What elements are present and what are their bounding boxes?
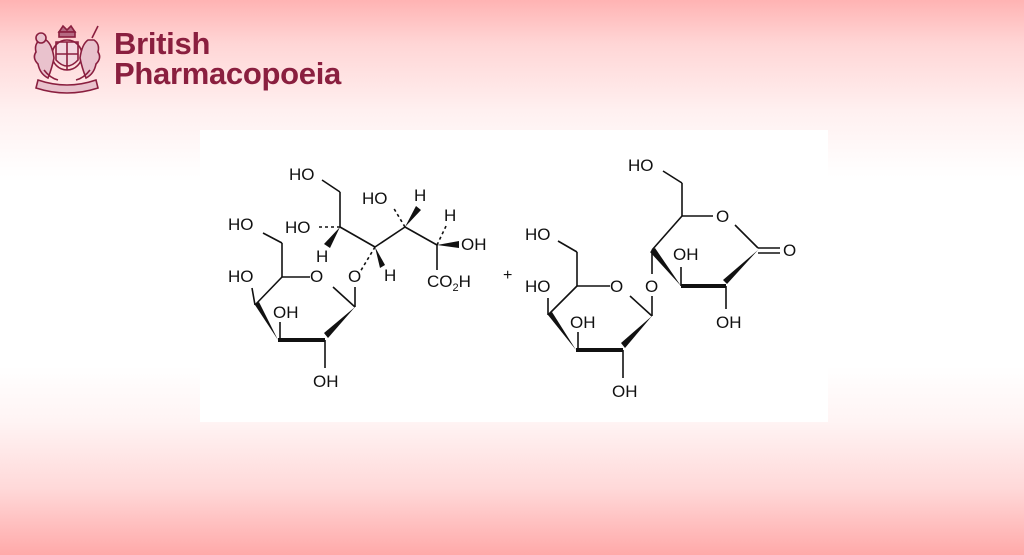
atom-label: H xyxy=(414,186,426,205)
atom-label: O xyxy=(310,267,323,286)
atom-label: O xyxy=(348,267,361,286)
left-molecule-labels: HO HO HO H H OH H H O CO2H HO HO OH OH O xyxy=(228,165,487,391)
british-pharmacopoeia-logo: British Pharmacopoeia xyxy=(28,22,341,96)
brand-line-1: British xyxy=(114,26,211,61)
atom-label: OH xyxy=(570,313,596,332)
atom-label: HO xyxy=(525,225,551,244)
right-molecule-labels: HO O O OH OH O HO HO OH OH O xyxy=(525,156,796,401)
atom-label: H xyxy=(444,206,456,225)
atom-label: O xyxy=(716,207,729,226)
atom-label: HO xyxy=(362,189,388,208)
atom-label: H xyxy=(384,266,396,285)
right-molecule xyxy=(547,170,780,378)
left-molecule xyxy=(251,179,459,368)
atom-label: OH xyxy=(673,245,699,264)
atom-label: HO xyxy=(228,215,254,234)
atom-label: H xyxy=(316,247,328,266)
brand-line-2: Pharmacopoeia xyxy=(114,56,341,91)
royal-coat-of-arms-icon xyxy=(33,24,101,94)
atom-label: OH xyxy=(716,313,742,332)
atom-label: HO xyxy=(628,156,654,175)
plus-operator: + xyxy=(503,267,512,284)
atom-label: HO xyxy=(525,277,551,296)
atom-label: O xyxy=(610,277,623,296)
atom-label: OH xyxy=(612,382,638,401)
atom-label: OH xyxy=(461,235,487,254)
structure-panel xyxy=(200,130,828,422)
atom-label: OH xyxy=(313,372,339,391)
atom-label: OH xyxy=(273,303,299,322)
atom-label: O xyxy=(783,241,796,260)
atom-label: O xyxy=(645,277,658,296)
brand-wordmark: British Pharmacopoeia xyxy=(114,26,341,91)
atom-label: HO xyxy=(285,218,311,237)
atom-label: CO2H xyxy=(427,272,471,294)
atom-label: HO xyxy=(228,267,254,286)
atom-label: HO xyxy=(289,165,315,184)
